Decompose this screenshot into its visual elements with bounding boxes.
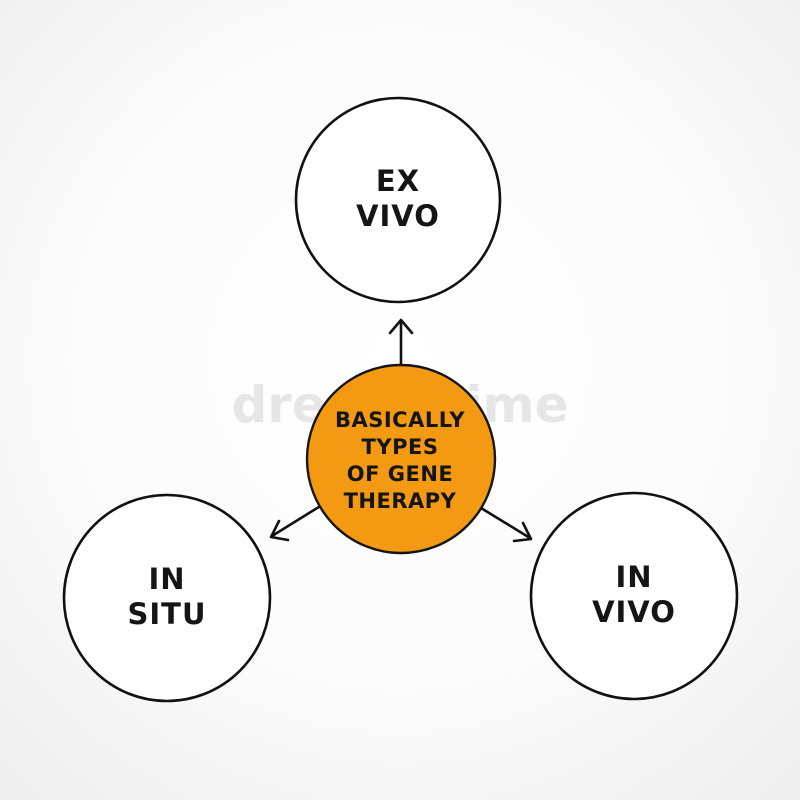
node-ex-vivo: EX VIVO: [294, 96, 502, 304]
center-node: BASICALLY TYPES OF GENE THERAPY: [305, 363, 497, 555]
node-in-situ-line-2: SITU: [127, 597, 206, 631]
node-ex-vivo-line-1: EX: [376, 164, 420, 198]
node-in-vivo: IN VIVO: [529, 491, 739, 701]
center-node-line-3: OF GENE: [347, 462, 454, 486]
node-in-situ: IN SITU: [62, 493, 272, 703]
arrow-to-ex-vivo: [388, 318, 414, 370]
node-in-vivo-line-2: VIVO: [592, 595, 676, 629]
arrow-to-in-vivo: [479, 506, 533, 543]
node-in-vivo-line-1: IN: [615, 560, 652, 594]
node-in-vivo-circle: [529, 491, 739, 701]
center-node-line-4: THERAPY: [344, 489, 457, 513]
center-node-line-1: BASICALLY: [335, 408, 465, 432]
center-node-circle: [305, 363, 497, 555]
arrow-to-in-situ: [269, 503, 324, 542]
node-ex-vivo-circle: [294, 96, 502, 304]
center-node-line-2: TYPES: [362, 435, 439, 459]
node-ex-vivo-line-2: VIVO: [356, 199, 440, 233]
node-in-situ-circle: [62, 493, 272, 703]
node-in-situ-line-1: IN: [148, 562, 185, 596]
